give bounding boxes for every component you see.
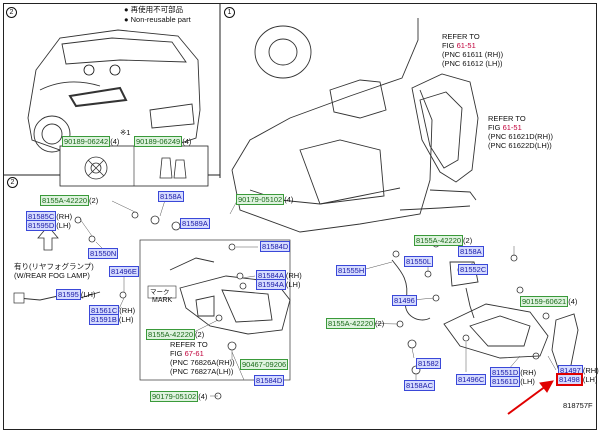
part-81551d[interactable]: 81551D(RH) bbox=[490, 367, 537, 378]
part-90189-06242[interactable]: 90189-06242(4) bbox=[62, 136, 120, 147]
part-8155a-42220-c[interactable]: 8155A-42220(2) bbox=[414, 235, 473, 246]
part-81594a[interactable]: 81594A(LH) bbox=[256, 279, 301, 290]
part-81498-highlighted[interactable]: 81498(LH) bbox=[556, 373, 597, 386]
part-81595d[interactable]: 81595D(LH) bbox=[26, 220, 71, 231]
bulb-illustrations bbox=[84, 156, 187, 180]
part-81555h[interactable]: 81555H bbox=[336, 265, 367, 276]
part-81550n[interactable]: 81550N bbox=[88, 248, 119, 259]
part-90159-60621[interactable]: 90159-60621(4) bbox=[520, 296, 578, 307]
part-90467-09206[interactable]: 90467-09206 bbox=[240, 359, 289, 370]
part-81584d[interactable]: 81584D bbox=[260, 241, 291, 252]
reference-fig-67-61[interactable]: REFER TO FIG 67-61 (PNC 76826A(RH)) (PNC… bbox=[170, 340, 235, 376]
car-rear-illustration bbox=[27, 29, 201, 153]
part-81582[interactable]: 81582 bbox=[416, 358, 441, 369]
part-81591b[interactable]: 81591B(LH) bbox=[89, 314, 134, 325]
part-8155a-42220-d[interactable]: 8155A-42220(2) bbox=[326, 318, 385, 329]
part-8155a-42220-b[interactable]: 8155A-42220(2) bbox=[146, 329, 205, 340]
legend-item-en: ● Non-reusable part bbox=[124, 15, 191, 24]
part-8158a[interactable]: 8158A bbox=[158, 191, 184, 202]
figure-id: 818757F bbox=[563, 401, 593, 410]
reference-fig-61-51-a[interactable]: REFER TO FIG 61-51 (PNC 61611 (RH)) (PNC… bbox=[442, 32, 504, 68]
fog-note-jp: 有り(リヤフォグランプ) bbox=[14, 262, 94, 271]
part-81585c[interactable]: 81585C(RH) bbox=[26, 211, 73, 222]
section-marker-1: 1 bbox=[224, 7, 235, 18]
part-81497[interactable]: 81497(RH) bbox=[558, 365, 599, 376]
part-81496e[interactable]: 81496E bbox=[109, 266, 139, 277]
outer-lamp-illustration bbox=[411, 73, 479, 201]
part-81550l[interactable]: 81550L bbox=[404, 256, 434, 267]
part-81584d-2[interactable]: 81584D bbox=[254, 375, 285, 386]
reference-fig-61-51-b[interactable]: REFER TO FIG 61-51 (PNC 61621D(RH)) (PNC… bbox=[488, 114, 554, 150]
legend-item-jp: ● 再使用不可部品 bbox=[124, 5, 184, 14]
part-81496c[interactable]: 81496C bbox=[456, 374, 487, 385]
part-81561c[interactable]: 81561C(RH) bbox=[89, 305, 136, 316]
mark-jp: マーク bbox=[150, 289, 170, 296]
highlight-arrow bbox=[507, 380, 554, 415]
part-81496[interactable]: 81496 bbox=[392, 295, 417, 306]
part-81561d[interactable]: 81561D(LH) bbox=[490, 376, 535, 387]
section-marker-2: 2 bbox=[6, 7, 17, 18]
part-8155a-42220-a[interactable]: 8155A-42220(2) bbox=[40, 195, 99, 206]
part-90179-05102-a[interactable]: 90179-05102(4) bbox=[236, 194, 294, 205]
part-81584a[interactable]: 81584A(RH) bbox=[256, 270, 302, 281]
part-8158a-right[interactable]: 8158A bbox=[458, 246, 484, 257]
part-90189-06249[interactable]: 90189-06249(4) bbox=[134, 136, 192, 147]
part-8158ac[interactable]: 8158AC bbox=[404, 380, 436, 391]
bulb-note: ※1 bbox=[120, 128, 131, 137]
mark-label: MARK bbox=[152, 297, 173, 304]
fog-note-en: (W/REAR FOG LAMP) bbox=[14, 271, 90, 280]
part-81589a[interactable]: 81589A bbox=[180, 218, 210, 229]
section-marker-2b: 2 bbox=[7, 177, 18, 188]
part-81552c[interactable]: 81552C bbox=[458, 264, 489, 275]
part-90179-05102-b[interactable]: 90179-05102(4) bbox=[150, 391, 208, 402]
part-81595[interactable]: 81595(LH) bbox=[56, 289, 96, 300]
